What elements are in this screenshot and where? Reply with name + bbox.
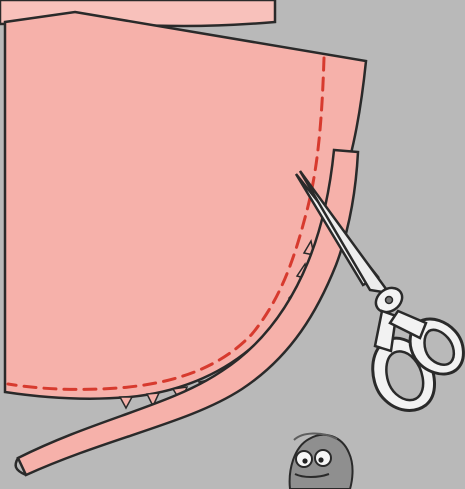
illustration-stage bbox=[0, 0, 465, 489]
sewing-illustration bbox=[0, 0, 465, 489]
